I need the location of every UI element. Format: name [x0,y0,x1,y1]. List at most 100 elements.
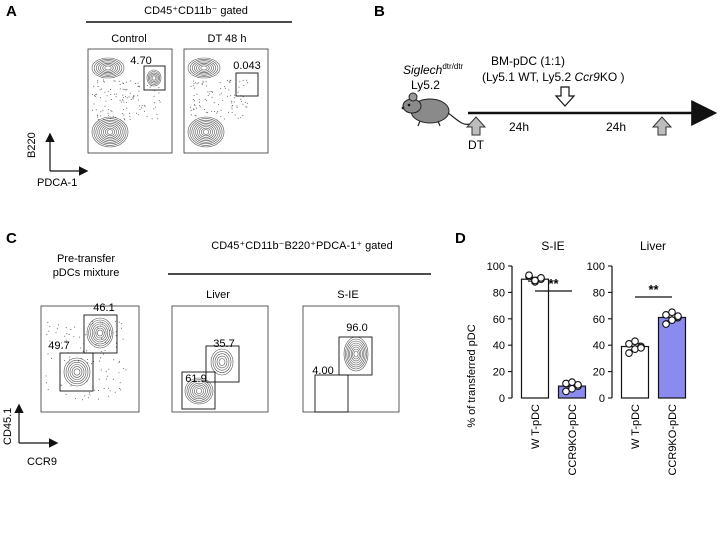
category-label: CCR9KO-pDC [667,404,679,476]
analysis-arrow-icon [651,116,673,136]
interval-2-label: 24h [606,120,626,134]
y-tick-label: 40 [593,340,605,352]
transfer-label-1: BM-pDC (1:1) [491,54,565,68]
y-tick-label: 80 [593,287,605,299]
panel-c-plot-liver [171,305,269,413]
contour-cluster [63,357,91,387]
dt-label: DT [468,138,485,152]
panel-c-contours [45,317,369,405]
panel-d-y-label: % of transferred pDC [466,324,478,427]
y-tick-label: 20 [593,367,605,379]
dt-arrow-icon [465,116,487,136]
significance-label: ** [648,282,659,297]
contour-scatter [189,79,249,120]
panel-d-letter: D [455,230,466,247]
data-point [668,308,676,317]
interval-1-label: 24h [509,120,529,134]
panel-c-plot-sie [302,305,400,413]
panel-c-x-label: CCR9 [27,456,57,468]
contour-scatter [45,320,127,401]
y-tick-label: 0 [499,393,505,405]
panel-a-value-dt: 0.043 [233,60,261,72]
contour-cluster [91,116,129,148]
panel-c-y-label: CD45.1 [2,408,14,445]
panel-c-col-pretransfer-2: pDCs mixture [53,267,120,279]
pretransfer-value-lower: 49.7 [48,340,69,352]
sie-gate-lower [314,374,349,413]
pretransfer-gate-lower [59,352,94,392]
category-label: W T-pDC [630,404,642,449]
bar [520,278,550,399]
sie-value-upper: 96.0 [346,322,367,334]
panel-c-col-pretransfer-1: Pre-transfer [57,253,115,265]
panel-a-dt-contours [187,57,249,148]
contour-cluster [86,317,114,349]
contour-cluster [187,116,225,148]
panel-c-letter: C [6,230,17,247]
panel-a-value-control: 4.70 [130,55,151,67]
mouse-ly-label: Ly5.2 [411,78,440,92]
bar-chart-1: Liver 0 20 40 60 80 100 W T-pDC CCR9KO-pDC ** [587,239,687,476]
chart-title: Liver [640,239,666,253]
data-point [662,320,670,328]
y-tick-label: 20 [493,367,505,379]
data-point [631,337,639,346]
transfer-label-2: (Ly5.1 WT, Ly5.2 Ccr9KO ) [482,70,625,84]
data-point [525,271,533,280]
contour-cluster [187,57,221,79]
sie-gate-upper [338,336,373,376]
y-tick-label: 60 [493,314,505,326]
liver-gate-lower [181,371,216,410]
y-tick-label: 0 [599,393,605,405]
panel-c-gate-label: CD45⁺CD11b⁻B220⁺PDCA-1⁺ gated [211,240,392,252]
panel-a-letter: A [6,3,17,20]
data-point [537,274,545,282]
panel-a-gate-control [143,65,166,91]
contour-cluster [91,57,125,79]
panel-a-plot-control [87,48,173,154]
liver-gate-upper [205,345,240,383]
panel-a-col-control: Control [111,33,146,45]
contour-scatter [92,79,161,121]
panel-c-col-sie: S-IE [337,289,358,301]
data-point [625,349,633,357]
panel-a-x-label: PDCA-1 [37,177,77,189]
panel-a-plot-dt [183,48,269,154]
contour-cluster [210,348,234,376]
pretransfer-value-upper: 46.1 [93,302,114,314]
panel-a-col-dt: DT 48 h [208,33,247,45]
data-point [637,343,645,352]
sie-value-lower: 4.00 [312,365,333,377]
panel-b-letter: B [374,3,385,20]
panel-d: D % of transferred pDC S-IE 0 20 40 60 80 100W… [455,230,687,476]
contour-cluster [146,69,162,87]
y-tick-label: 100 [587,261,605,273]
panel-a: A CD45⁺CD11b⁻ gated Control DT 48 h 4.70… [6,3,292,189]
y-tick-label: 60 [593,314,605,326]
transfer-arrow-icon [554,86,576,107]
pretransfer-gate-upper [83,314,118,354]
panel-a-gate-label: CD45⁺CD11b⁻ gated [144,5,248,17]
data-point [674,312,682,321]
mouse-strain-label: Siglechdtr/dtr [403,62,464,77]
panel-a-gate-dt [235,72,259,97]
panel-c: C CD45⁺CD11b⁻B220⁺PDCA-1⁺ gated Pre-tran… [2,230,431,468]
liver-value-upper: 35.7 [213,338,234,350]
panel-c-plot-pretransfer [40,305,140,413]
category-label: W T-pDC [530,404,542,449]
data-point [574,380,582,389]
y-tick-label: 80 [493,287,505,299]
chart-title: S-IE [541,239,564,253]
panel-c-col-liver: Liver [206,289,230,301]
y-tick-label: 40 [493,340,505,352]
significance-label: ** [548,276,559,291]
contour-cluster [184,377,214,405]
panel-a-y-label: B220 [26,132,38,158]
liver-value-lower: 61.9 [185,373,206,385]
contour-cluster [343,336,369,372]
mouse-icon [401,92,471,127]
y-tick-label: 100 [487,261,505,273]
